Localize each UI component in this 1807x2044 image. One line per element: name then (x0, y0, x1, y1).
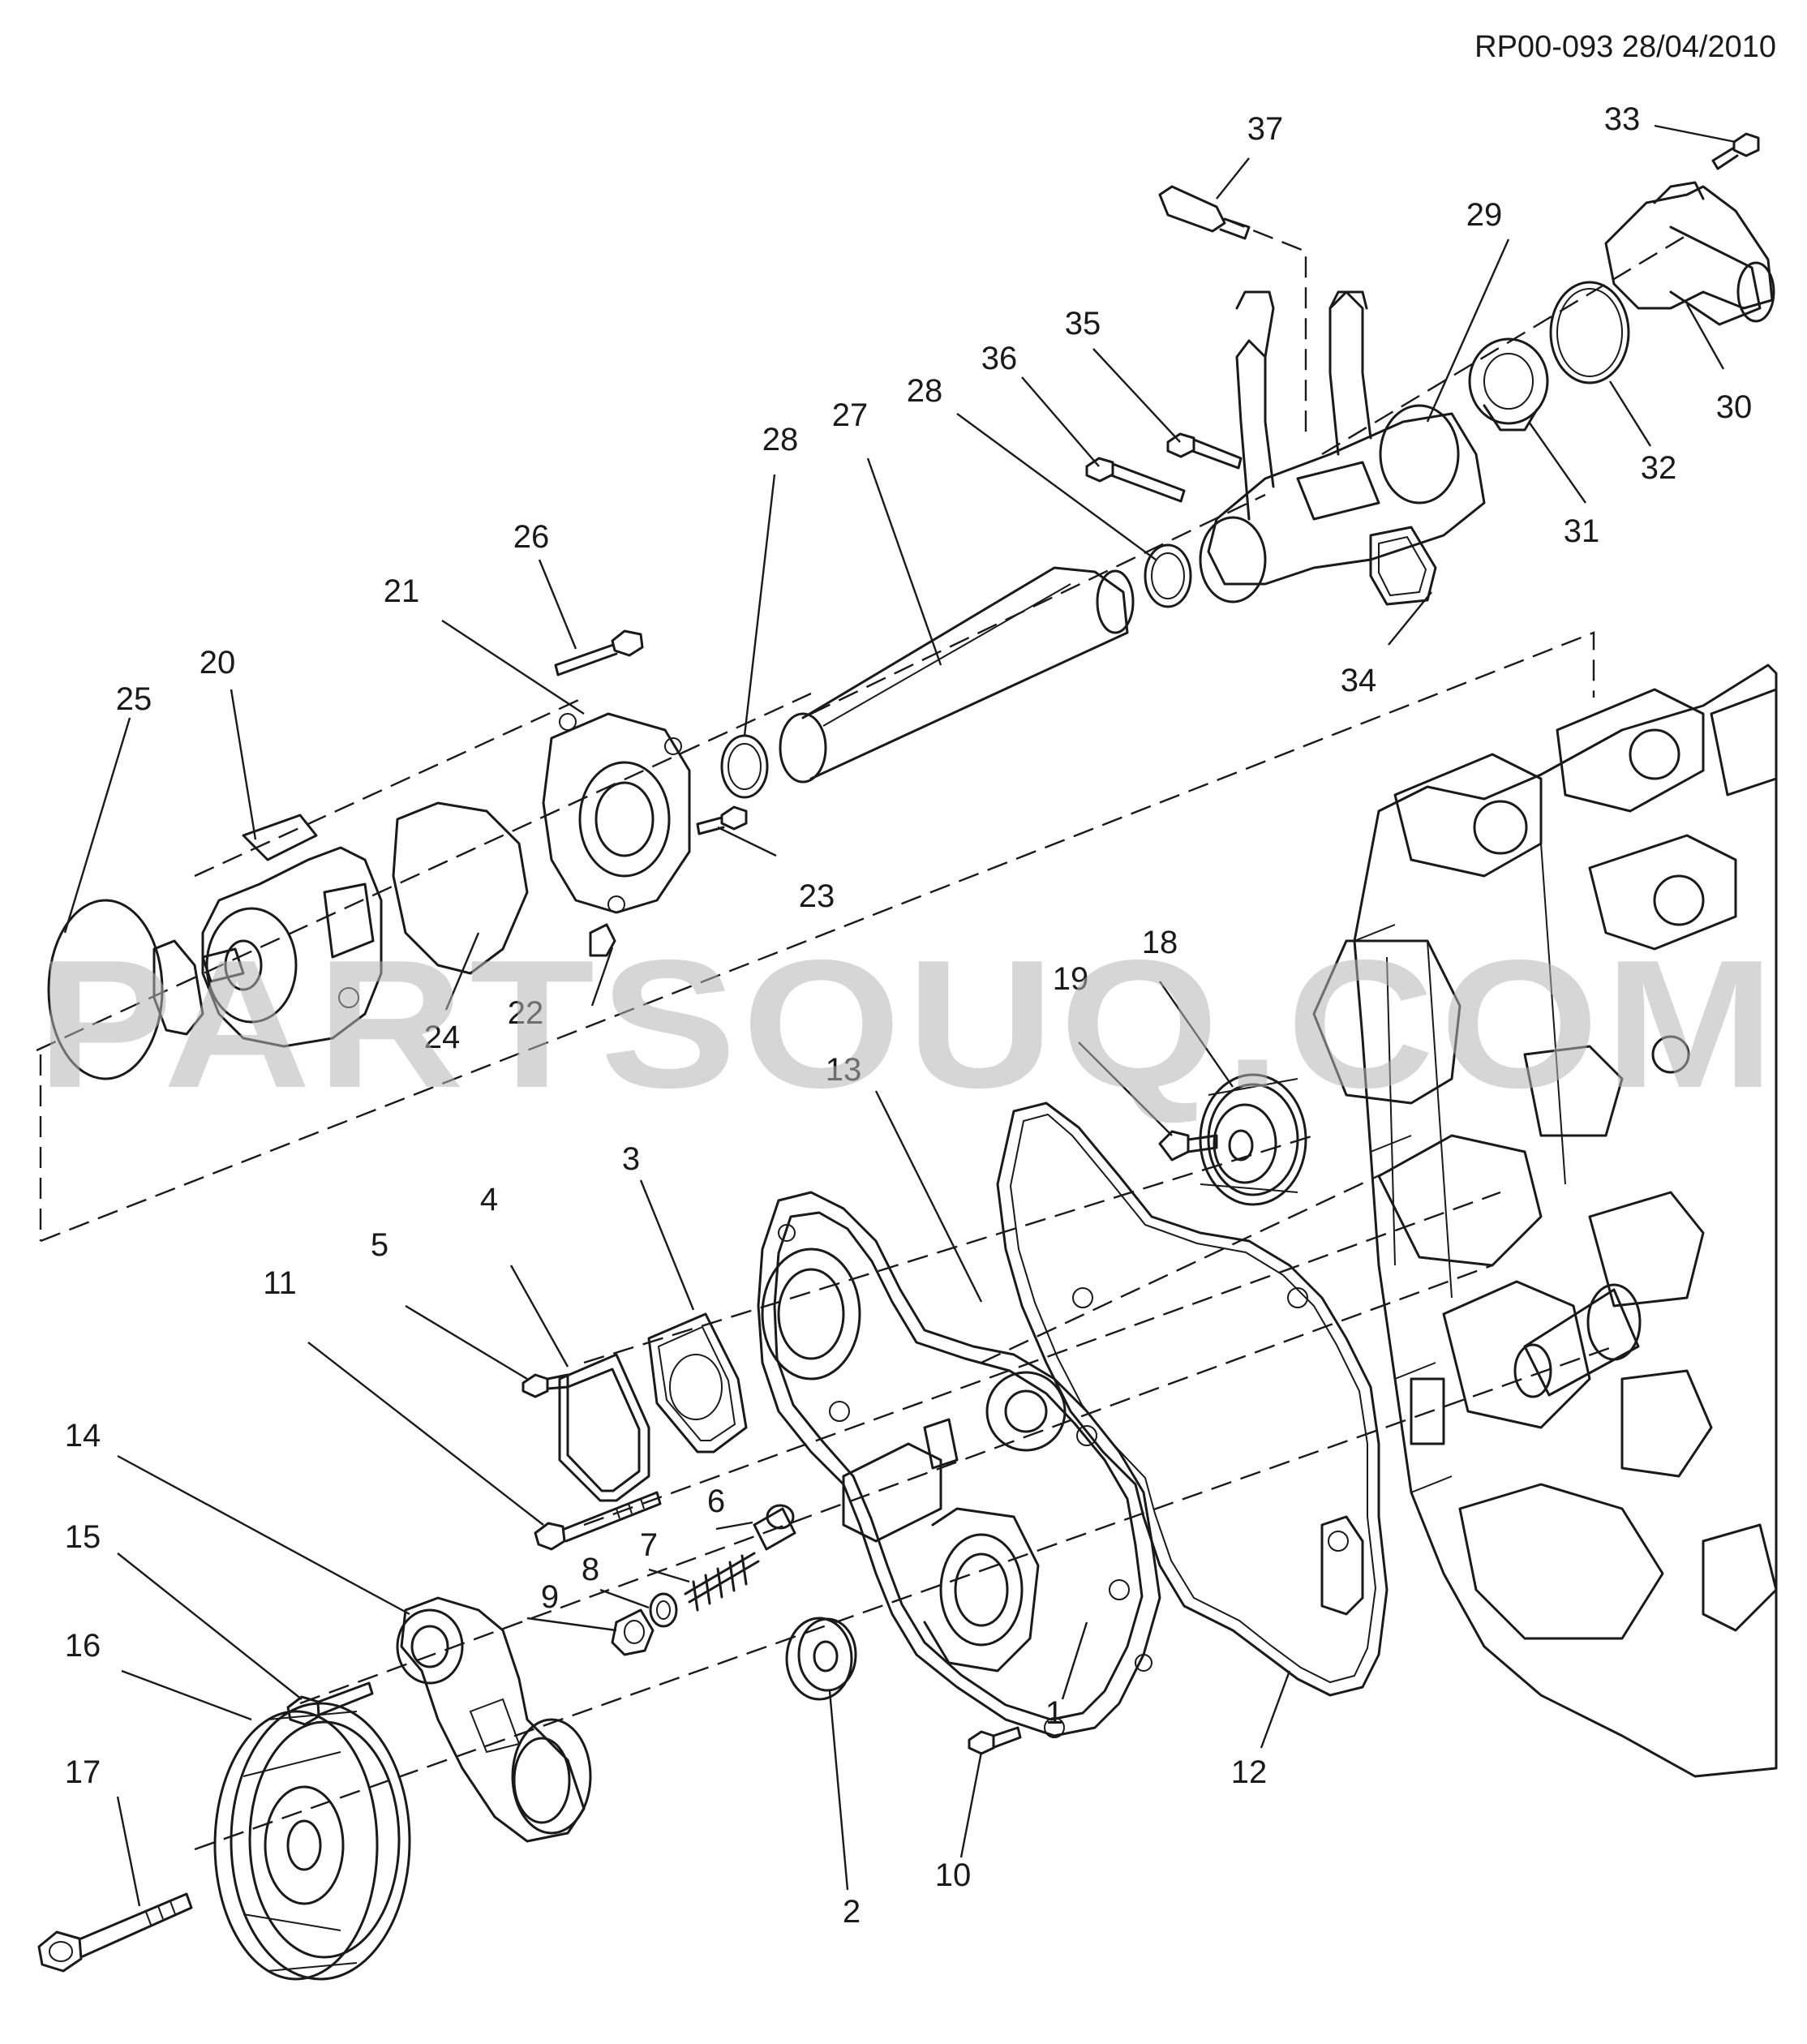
callout-34: 34 (1341, 663, 1377, 698)
callout-17: 17 (65, 1754, 101, 1790)
callout-28-lower: 28 (762, 422, 799, 457)
callout-6: 6 (707, 1484, 725, 1519)
pulley-bolt (37, 1892, 193, 1973)
callout-14: 14 (65, 1418, 101, 1454)
callout-20: 20 (200, 645, 236, 681)
coolant-pipe (779, 566, 1135, 784)
axis-long-bolt (583, 1191, 1501, 1527)
callout-25: 25 (116, 681, 152, 717)
crankshaft-pulley (213, 1702, 411, 1981)
callout-11: 11 (263, 1265, 297, 1301)
callout-13: 13 (826, 1052, 862, 1088)
callout-3: 3 (622, 1141, 640, 1177)
o-ring-pipe-lower (720, 734, 769, 799)
temperature-sensor (1158, 185, 1251, 240)
callout-21: 21 (384, 573, 420, 609)
callout-19: 19 (1053, 961, 1089, 997)
callout-26: 26 (513, 519, 550, 555)
water-pump-gasket (152, 939, 204, 1036)
water-outlet (1604, 181, 1775, 326)
callout-8: 8 (582, 1552, 599, 1587)
callout-24: 24 (424, 1020, 461, 1055)
callout-5: 5 (371, 1227, 388, 1263)
callout-labels: 1 2 3 4 5 6 7 8 9 10 11 12 13 14 15 16 1… (65, 101, 1753, 1930)
callout-16: 16 (65, 1628, 101, 1664)
callout-33: 33 (1604, 101, 1641, 137)
water-pump-housing (542, 712, 691, 914)
outlet-bolt (1711, 132, 1760, 170)
cover-plate-bolt (521, 1373, 569, 1398)
callout-4: 4 (480, 1182, 498, 1217)
callout-22: 22 (508, 995, 544, 1031)
axis-water-pump (36, 692, 812, 1052)
axis-water-pump-top (194, 696, 585, 878)
belt-tensioner (396, 1596, 592, 1843)
callout-1: 1 (1045, 1695, 1063, 1731)
reference-date: RP00-093 28/04/2010 (1474, 30, 1776, 64)
callout-12: 12 (1231, 1754, 1268, 1790)
callout-37: 37 (1247, 111, 1284, 147)
housing-bolt-long (554, 629, 644, 676)
outlet-gasket (1369, 526, 1437, 606)
thermostat-seal (1549, 281, 1630, 384)
timing-cover-gasket (996, 1101, 1389, 1697)
callout-9: 9 (541, 1579, 559, 1615)
leader-lines (63, 124, 1736, 1907)
callout-27: 27 (832, 397, 869, 433)
water-pump-seal-ring (47, 899, 164, 1080)
water-pump-housing-gasket (392, 801, 529, 975)
axis-cam (981, 1166, 1396, 1364)
relief-valve-cap (611, 1608, 655, 1656)
axis-main-frame (40, 631, 1595, 1243)
relief-valve-plug (753, 1504, 796, 1551)
cam-sprocket (1199, 1073, 1307, 1206)
timing-cover (757, 1191, 1161, 1738)
callout-30: 30 (1716, 389, 1753, 425)
axis-outlet (1321, 234, 1688, 456)
callout-2: 2 (843, 1894, 861, 1930)
watermark: PARTSOUQ.COM (36, 921, 1780, 1126)
housing-bolt-36 (1085, 457, 1186, 503)
callout-29: 29 (1466, 197, 1503, 233)
crankshaft-seal (785, 1617, 857, 1701)
drain-plug (589, 923, 616, 957)
callout-36: 36 (981, 341, 1018, 376)
axis-pipe (810, 493, 1266, 715)
callout-7: 7 (640, 1527, 658, 1563)
engine-block (1312, 663, 1778, 1778)
callout-10: 10 (935, 1857, 972, 1893)
callout-28-upper: 28 (907, 373, 943, 409)
axis-tensioner (299, 1264, 1493, 1705)
o-ring-pipe-upper (1144, 543, 1192, 608)
thermostat (1468, 337, 1549, 432)
axis-crank (194, 1345, 1615, 1851)
callout-18: 18 (1142, 925, 1178, 960)
cover-bolt (968, 1726, 1022, 1755)
water-pump (201, 814, 383, 1048)
axis-cover-plate (583, 1134, 1315, 1364)
callout-32: 32 (1641, 450, 1677, 486)
housing-bolt-35 (1166, 432, 1243, 470)
callout-35: 35 (1065, 306, 1101, 341)
relief-valve-spring (684, 1552, 760, 1612)
callout-23: 23 (799, 878, 835, 914)
thermostat-housing (1199, 290, 1486, 603)
alignment-lines (36, 217, 1688, 1851)
housing-bolt-short (696, 805, 748, 835)
relief-valve-washer (649, 1592, 678, 1628)
callout-31: 31 (1564, 513, 1600, 549)
callout-15: 15 (65, 1519, 101, 1555)
cover-plate (558, 1353, 650, 1502)
cover-plate-gasket (647, 1312, 748, 1454)
